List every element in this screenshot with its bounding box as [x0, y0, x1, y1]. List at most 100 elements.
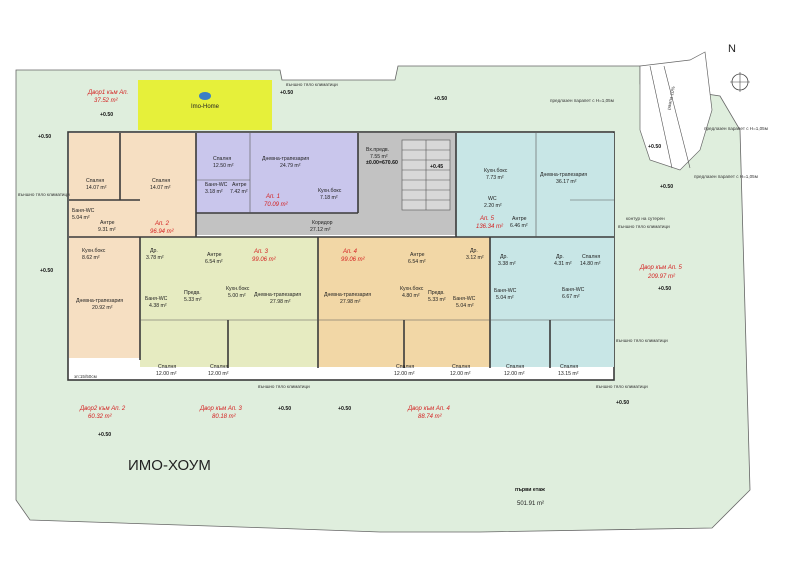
room-label: Предв.: [428, 290, 445, 296]
logo-icon: [199, 92, 211, 100]
room-area: 14.80 m²: [580, 261, 601, 267]
room-label: Спалня: [210, 364, 228, 370]
room-label: Вх.предв.: [366, 147, 389, 153]
yard-5-area: 209.97 m²: [647, 274, 676, 280]
room-area: 3.18 m²: [205, 189, 223, 195]
floor-label: първи етаж: [515, 487, 545, 493]
yard-3-name: Двор към Ап. 3: [199, 406, 243, 412]
apartment-5-name: Ап. 5: [479, 216, 495, 222]
room-area: 6.54 m²: [408, 259, 426, 265]
ramp-label: рампа 10%: [666, 86, 676, 110]
ramp-line: [663, 65, 691, 169]
yard-1-area: 37.52 m²: [94, 98, 119, 104]
room-label: Кухн.бокс: [484, 168, 508, 174]
room-area: 27.98 m²: [270, 299, 291, 305]
room-area: 9.31 m²: [98, 227, 116, 233]
yard-1-name: Двор1 към Ап.: [87, 90, 128, 96]
level-mark: +0.50: [38, 134, 51, 140]
apartment-4-area: 99.06 m²: [341, 257, 366, 263]
room-label: WC: [488, 196, 497, 202]
room-area: 5.04 m²: [496, 295, 514, 301]
apartment-2-name: Ап. 2: [154, 221, 170, 227]
room-area: 3.12 m²: [466, 255, 484, 261]
interior-walls: [69, 133, 614, 368]
room-label: Коридор: [312, 220, 333, 226]
room-area: 12.50 m²: [213, 163, 234, 169]
room-area: 14.07 m²: [86, 185, 107, 191]
room-label: Баня-WC: [145, 296, 168, 302]
room-area: 4.80 m²: [402, 293, 420, 299]
room-label: Баня-WC: [72, 208, 95, 214]
note-ac: външно тяло климатици: [618, 224, 670, 229]
room-label: Баня-WC: [494, 288, 517, 294]
watermark: ИМО-ХОУМ: [128, 457, 211, 474]
staircase: [401, 139, 451, 211]
level-mark: +0.50: [98, 432, 111, 438]
note-ac: външно тяло климатици: [596, 384, 648, 389]
note-parapet: предлазен парапет с H=1,05м: [550, 98, 614, 103]
room-area: 4.31 m²: [554, 261, 572, 267]
room-area: 12.00 m²: [450, 371, 471, 377]
room-label: Спалня: [560, 364, 578, 370]
ramp-area: [639, 51, 713, 171]
room-area: 5.04 m²: [456, 303, 474, 309]
corridor-area: [196, 213, 456, 235]
room-label: Кухн.бокс: [400, 286, 424, 292]
room-label: Др.: [470, 248, 478, 254]
room-area: 3.78 m²: [146, 255, 164, 261]
room-label: Антре: [512, 216, 527, 222]
room-label: Дневна-трапезария: [262, 156, 309, 162]
apartment-3-area: 99.06 m²: [252, 257, 277, 263]
apartment-4-name: Ап. 4: [342, 249, 358, 255]
room-area: 27.12 m²: [310, 227, 331, 233]
note-ac: външно тяло климатици: [286, 82, 338, 87]
yard-4-area: 88.74 m²: [418, 414, 443, 420]
room-label: Др.: [150, 248, 158, 254]
room-area: 7.73 m²: [486, 175, 504, 181]
note-parapet: предлазен парапет с H=1,05м: [694, 174, 758, 179]
apartment-5-area: 136.34 m²: [476, 224, 504, 230]
logo-background: [138, 80, 272, 130]
apartment-3-area: [140, 237, 318, 367]
room-area: 5.04 m²: [72, 215, 90, 221]
room-label: Кухн.бокс: [318, 188, 342, 194]
room-label: Антре: [100, 220, 115, 226]
note-ac: външно тяло климатици: [258, 384, 310, 389]
room-label: Дневна-трапезария: [254, 292, 301, 298]
apartment-3-name: Ап. 3: [253, 249, 269, 255]
room-label: Баня-WC: [205, 182, 228, 188]
room-area: 12.00 m²: [504, 371, 525, 377]
level-mark: +0.50: [280, 90, 293, 96]
room-area: 6.46 m²: [510, 223, 528, 229]
room-area: 3.38 m²: [498, 261, 516, 267]
level-mark: +0.50: [658, 286, 671, 292]
room-label: Антре: [410, 252, 425, 258]
ramp-line: [649, 65, 673, 169]
note-sill: зп:15/50см: [74, 374, 97, 379]
apartment-5-area: [490, 237, 614, 367]
room-area: 36.17 m²: [556, 179, 577, 185]
room-label: Предв.: [184, 290, 201, 296]
yard-2-area: 60.32 m²: [88, 414, 113, 420]
note-contour: контур на сутерен: [626, 216, 665, 221]
room-area: 12.00 m²: [394, 371, 415, 377]
room-area: 8.62 m²: [82, 255, 100, 261]
room-label: Др.: [500, 254, 508, 260]
room-label: Антре: [232, 182, 247, 188]
level-mark: +0.50: [434, 96, 447, 102]
room-label: Спалня: [582, 254, 600, 260]
note-ac: външно тяло климатици: [18, 192, 70, 197]
room-area: 24.79 m²: [280, 163, 301, 169]
apartment-2-area: 96.94 m²: [150, 229, 175, 235]
level-mark: +0.50: [338, 406, 351, 412]
room-label: Спалня: [452, 364, 470, 370]
apartment-1-name: Ап. 1: [265, 194, 280, 200]
logo-text: Imo-Home: [191, 104, 220, 110]
room-label: Баня-WC: [562, 287, 585, 293]
level-mark: ±0.00=670.60: [366, 160, 398, 166]
apartment-2-area: [69, 237, 140, 358]
room-area: 4.38 m²: [149, 303, 167, 309]
room-area: 12.00 m²: [208, 371, 229, 377]
room-label: Баня-WC: [453, 296, 476, 302]
